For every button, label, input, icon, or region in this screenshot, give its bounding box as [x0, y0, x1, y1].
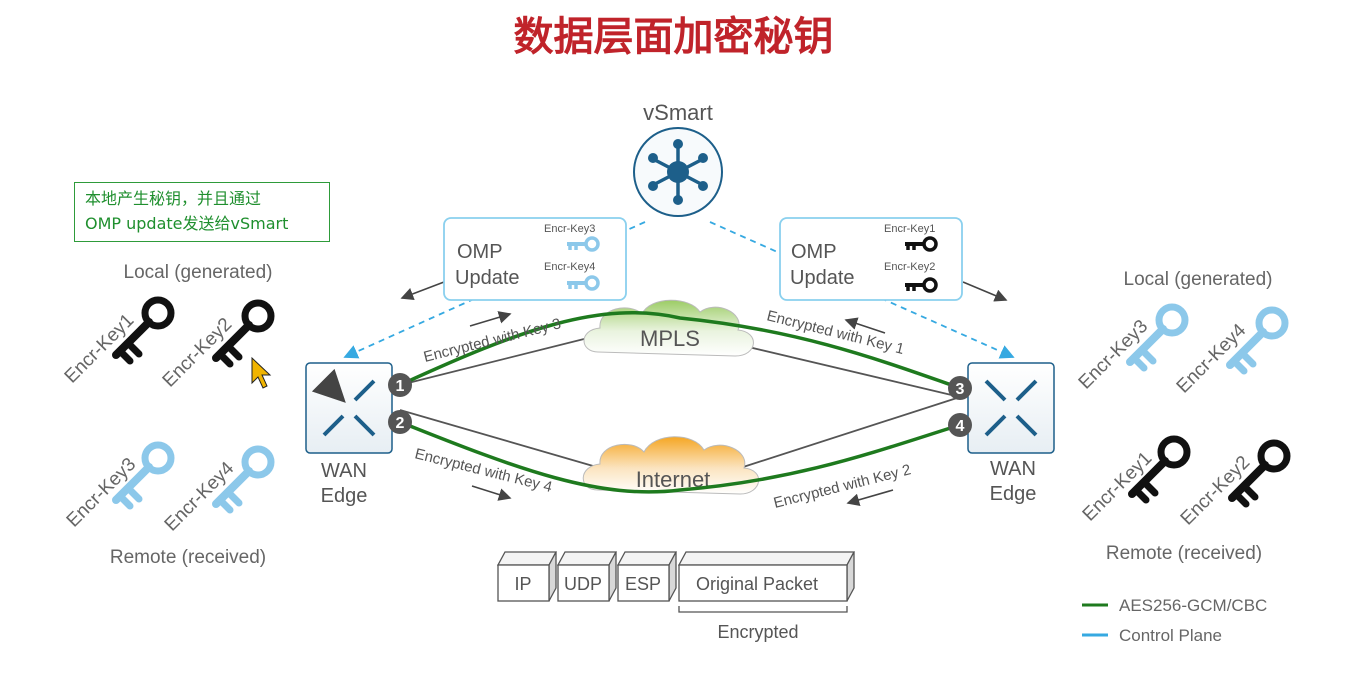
- left-remote-label: Remote (received): [110, 547, 266, 568]
- tunnel-label-key2: Encrypted with Key 2: [772, 461, 913, 512]
- port-1: 1: [388, 373, 412, 397]
- port-2: 2: [388, 410, 412, 434]
- packet-udp-label: UDP: [564, 574, 602, 594]
- packet-encrypted-label: Encrypted: [717, 622, 798, 642]
- packet-esp-label: ESP: [625, 574, 661, 594]
- tunnel-arrow-key2: [846, 489, 894, 507]
- omp-left-key-b: Encr-Key4: [544, 261, 595, 273]
- encrypted-tunnels: [399, 311, 961, 494]
- legend: AES256-GCM/CBC Control Plane: [1082, 596, 1267, 645]
- encrypted-bracket: [678, 606, 848, 613]
- wan-edge-left-line1: WAN: [321, 460, 367, 482]
- port-3: 3: [948, 376, 972, 400]
- omp-arrow-left: [400, 281, 445, 300]
- port-3-label: 3: [956, 381, 965, 398]
- wan-edge-right-line2: Edge: [990, 483, 1037, 505]
- omp-right-key-a: Encr-Key1: [884, 223, 935, 235]
- tunnel-arrow-key3: [469, 311, 512, 327]
- packet-esp: ESP: [616, 551, 678, 602]
- right-local-label: Local (generated): [1124, 269, 1273, 290]
- omp-arrow-right: [962, 281, 1008, 302]
- packet-ip-label: IP: [514, 574, 531, 594]
- wan-edge-left-line2: Edge: [321, 485, 368, 507]
- port-4-label: 4: [956, 418, 965, 435]
- port-2-label: 2: [396, 415, 405, 432]
- legend-label-tunnel: AES256-GCM/CBC: [1119, 596, 1267, 615]
- vsmart-node: [633, 127, 723, 217]
- tunnel-arrow-key1: [844, 317, 886, 334]
- legend-label-control: Control Plane: [1119, 626, 1222, 645]
- vsmart-label: vSmart: [643, 100, 713, 125]
- annotation-note-line2: OMP update发送给vSmart: [85, 214, 289, 233]
- omp-left-key-a: Encr-Key3: [544, 223, 595, 235]
- router-icon: [311, 368, 376, 437]
- left-local-label: Local (generated): [124, 262, 273, 283]
- port-1-label: 1: [396, 378, 405, 395]
- omp-right-key-b: Encr-Key2: [884, 261, 935, 273]
- omp-right-line1: OMP: [791, 241, 837, 263]
- cursor-icon: [251, 356, 272, 389]
- omp-left-line1: OMP: [457, 241, 503, 263]
- omp-update-box-left: OMP Update Encr-Key3 Encr-Key4: [443, 217, 627, 301]
- router-icon: [984, 379, 1038, 437]
- right-remote-label: Remote (received): [1106, 543, 1262, 564]
- vsmart-hub-icon: [648, 139, 708, 205]
- packet-original-label: Original Packet: [696, 574, 818, 594]
- annotation-note: 本地产生秘钥，并且通过 OMP update发送给vSmart: [74, 182, 330, 242]
- packet-original: Original Packet: [677, 551, 856, 602]
- omp-left-line2: Update: [455, 267, 520, 289]
- wan-edge-left: WAN Edge: [305, 362, 393, 507]
- mpls-cloud: MPLS: [583, 299, 754, 357]
- omp-right-line2: Update: [790, 267, 855, 289]
- omp-update-box-right: OMP Update Encr-Key1 Encr-Key2: [779, 217, 963, 301]
- wan-edge-right-line1: WAN: [990, 458, 1036, 480]
- port-4: 4: [948, 413, 972, 437]
- tunnel-arrow-key4: [471, 485, 512, 501]
- tunnel-label-key3: Encrypted with Key 3: [422, 315, 563, 366]
- annotation-note-line1: 本地产生秘钥，并且通过: [85, 189, 262, 208]
- page-title: 数据层面加密秘钥: [513, 14, 834, 60]
- mpls-label: MPLS: [640, 326, 700, 351]
- packet-udp: UDP: [556, 551, 618, 602]
- packet-ip: IP: [496, 551, 558, 602]
- underlay-links: [399, 334, 961, 469]
- wan-edge-right: WAN Edge: [967, 362, 1055, 505]
- packet-structure: IP UDP ESP Original Packet: [496, 551, 856, 613]
